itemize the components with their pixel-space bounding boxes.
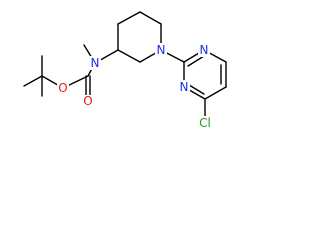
atom-n-carbamate-label: N xyxy=(91,56,100,70)
bond-pip-c1-c6 xyxy=(139,11,162,25)
atom-o-ester: O xyxy=(57,81,69,95)
bond-pyr-c5-c4 xyxy=(204,86,227,100)
bonds xyxy=(23,11,227,117)
bond-tbu-methyl-left xyxy=(23,75,43,87)
atom-labels: O O N N N N Cl xyxy=(57,43,214,130)
atom-n-pyrimidine-upper-label: N xyxy=(200,43,209,57)
atom-n-piperidine-label: N xyxy=(157,43,166,57)
atom-n-piperidine: N xyxy=(155,43,167,57)
molecule-structure: O O N N N N Cl xyxy=(23,11,227,130)
atom-cl-label: Cl xyxy=(199,116,211,130)
atom-n-carbamate: N xyxy=(89,56,101,70)
atom-n-pyrimidine-lower-label: N xyxy=(180,80,189,94)
bond-pyr-c2-n1-inner xyxy=(187,55,205,67)
atom-cl: Cl xyxy=(196,116,214,130)
bond-pip-c4-c3 xyxy=(117,49,141,63)
atom-o-carbonyl-label: O xyxy=(83,94,92,108)
atom-n-pyrimidine-upper: N xyxy=(198,43,210,57)
bond-pyr-c4-n3-inner xyxy=(188,84,205,95)
bond-pip-c2-c1 xyxy=(117,11,141,25)
atom-o-ester-label: O xyxy=(58,81,67,95)
atom-n-pyrimidine-lower: N xyxy=(178,80,190,94)
atom-o-carbonyl: O xyxy=(82,94,94,109)
